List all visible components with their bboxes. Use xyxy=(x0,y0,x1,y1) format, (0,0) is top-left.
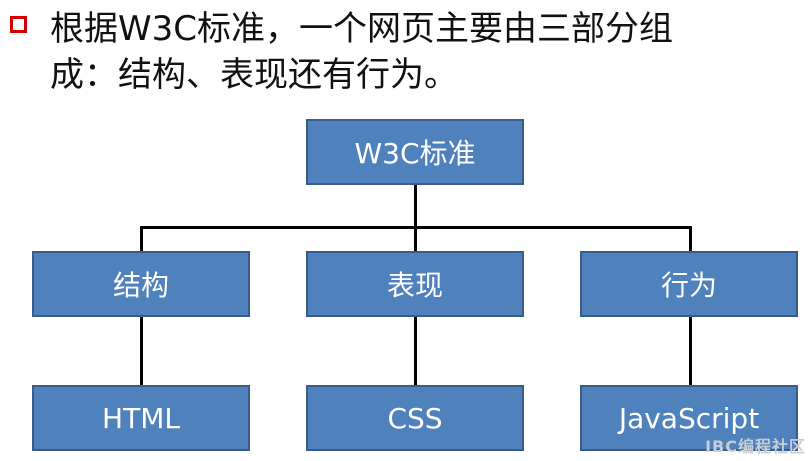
heading-line-1: 根据W3C标准，一个网页主要由三部分组 xyxy=(50,9,673,49)
connector-structure-html xyxy=(140,316,143,386)
connector-to-behavior xyxy=(689,226,692,252)
node-structure: 结构 xyxy=(32,251,250,317)
connector-behavior-js xyxy=(689,316,692,386)
connector-to-structure xyxy=(140,226,143,252)
heading-line-2: 成：结构、表现还有行为。 xyxy=(50,55,458,95)
node-behavior: 行为 xyxy=(580,251,798,317)
node-css: CSS xyxy=(306,385,524,451)
connector-root-down xyxy=(414,184,417,228)
node-javascript: JavaScript xyxy=(580,385,798,451)
node-html: HTML xyxy=(32,385,250,451)
node-presentation: 表现 xyxy=(306,251,524,317)
connector-presentation-css xyxy=(414,316,417,386)
node-w3c-standard: W3C标准 xyxy=(306,119,524,185)
connector-to-presentation xyxy=(414,226,417,252)
square-bullet-icon xyxy=(10,16,27,33)
watermark-logo: IBC编程社区 xyxy=(705,437,806,456)
